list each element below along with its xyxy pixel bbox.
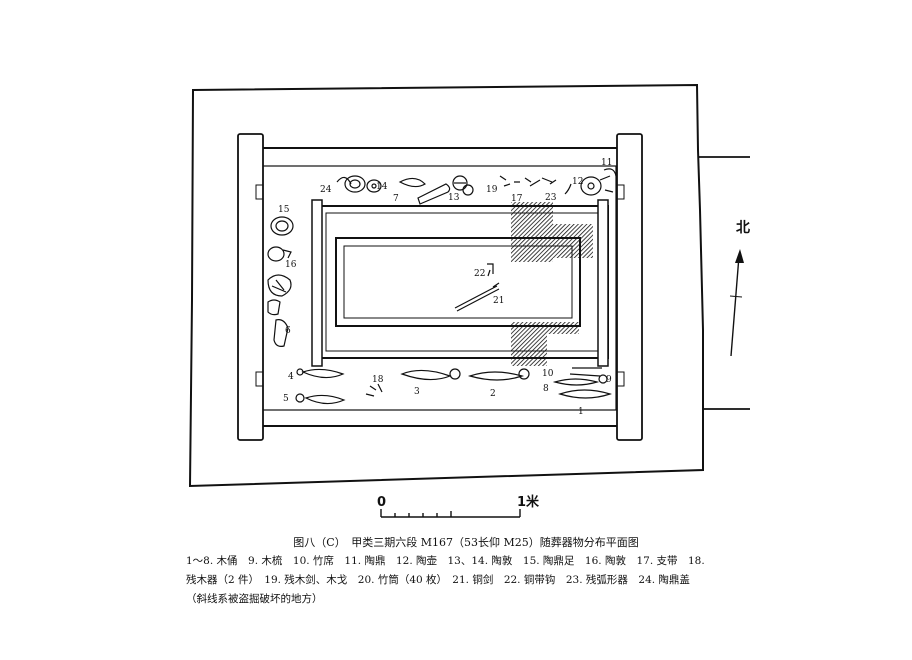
figure-title: 图八（C） 甲类三期六段 M167（53长仰 M25）随葬器物分布平面图 [293, 536, 639, 549]
looted-zone-lower [511, 322, 547, 366]
looted-zone-upper [511, 202, 553, 262]
label-8: 8 [543, 384, 549, 394]
label-15: 15 [278, 205, 290, 215]
outer-coffin-lid-board-w [311, 199, 323, 367]
north-arrow-icon [729, 249, 744, 357]
label-18: 18 [372, 375, 384, 385]
legend-line-1: 1～8. 木俑 9. 木梳 10. 竹席 11. 陶鼎 12. 陶壶 13、14… [186, 555, 705, 567]
outer-coffin-lid-board-e [597, 199, 609, 367]
label-2: 2 [490, 389, 496, 399]
legend-line-2: 残木器（2 件） 19. 残木剑、木戈 20. 竹筒（40 枚） 21. 铜剑 … [186, 574, 690, 586]
figure-caption: 图八（C） 甲类三期六段 M167（53长仰 M25）随葬器物分布平面图 1～8… [186, 533, 776, 609]
label-23: 23 [545, 193, 557, 203]
scale-zero-label: 0 [377, 495, 386, 510]
tenon-4 [616, 371, 625, 387]
grave-goods [267, 168, 617, 405]
label-13: 13 [448, 193, 460, 203]
label-12: 12 [572, 177, 583, 187]
inner-coffin-inner-line [343, 245, 573, 319]
label-4: 4 [288, 372, 294, 382]
west-end-board [237, 133, 264, 441]
inner-coffin [335, 237, 581, 327]
label-11: 11 [601, 158, 612, 168]
label-1: 1 [578, 407, 584, 417]
scale-bar [380, 509, 521, 518]
label-24: 24 [320, 185, 332, 195]
label-19: 19 [486, 185, 498, 195]
tenon-2 [255, 371, 264, 387]
north-label: 北 [736, 220, 750, 236]
grave-pit-outline [188, 83, 704, 488]
label-3: 3 [414, 387, 420, 397]
scale-end-label: 1米 [517, 494, 540, 510]
label-9: 9 [606, 375, 612, 385]
east-end-board [616, 133, 643, 441]
label-17: 17 [511, 194, 523, 204]
looted-zone-lower-right [547, 322, 579, 334]
tenon-3 [616, 184, 625, 200]
label-16: 16 [285, 260, 297, 270]
tomb-plan-diagram: 1 2 3 4 5 6 7 8 9 10 11 12 13 14 15 16 1… [188, 83, 750, 518]
tenon-1 [255, 184, 264, 200]
legend-note: （斜线系被盗掘破坏的地方） [186, 593, 323, 605]
label-10: 10 [542, 369, 554, 379]
label-6: 6 [285, 326, 291, 336]
label-22: 22 [474, 269, 485, 279]
looted-zone-upper-right [553, 224, 593, 258]
label-14: 14 [376, 182, 388, 192]
label-7: 7 [393, 194, 399, 204]
label-5: 5 [283, 394, 289, 404]
label-21: 21 [493, 296, 504, 306]
